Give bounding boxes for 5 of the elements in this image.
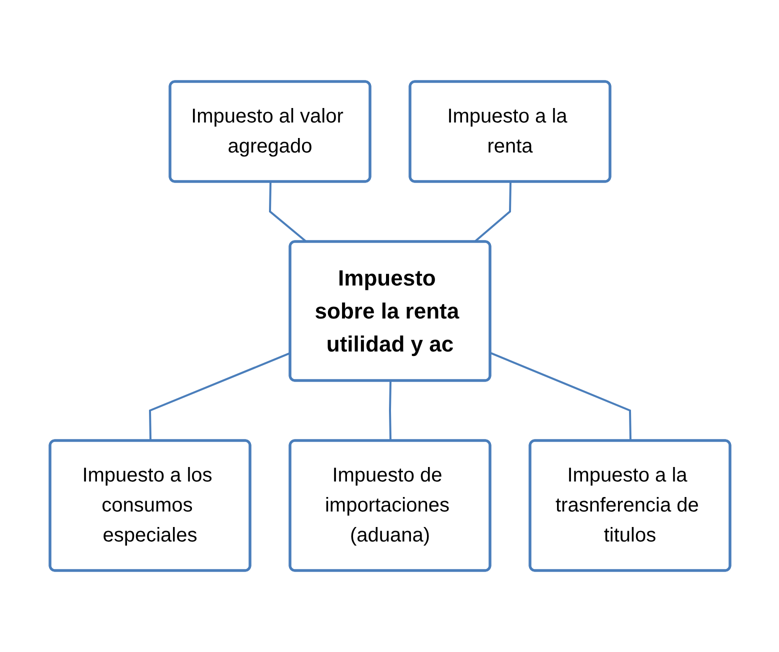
connector xyxy=(473,182,511,243)
connector xyxy=(388,380,391,442)
connector xyxy=(490,352,631,442)
connector xyxy=(148,352,290,442)
connector xyxy=(268,182,307,243)
